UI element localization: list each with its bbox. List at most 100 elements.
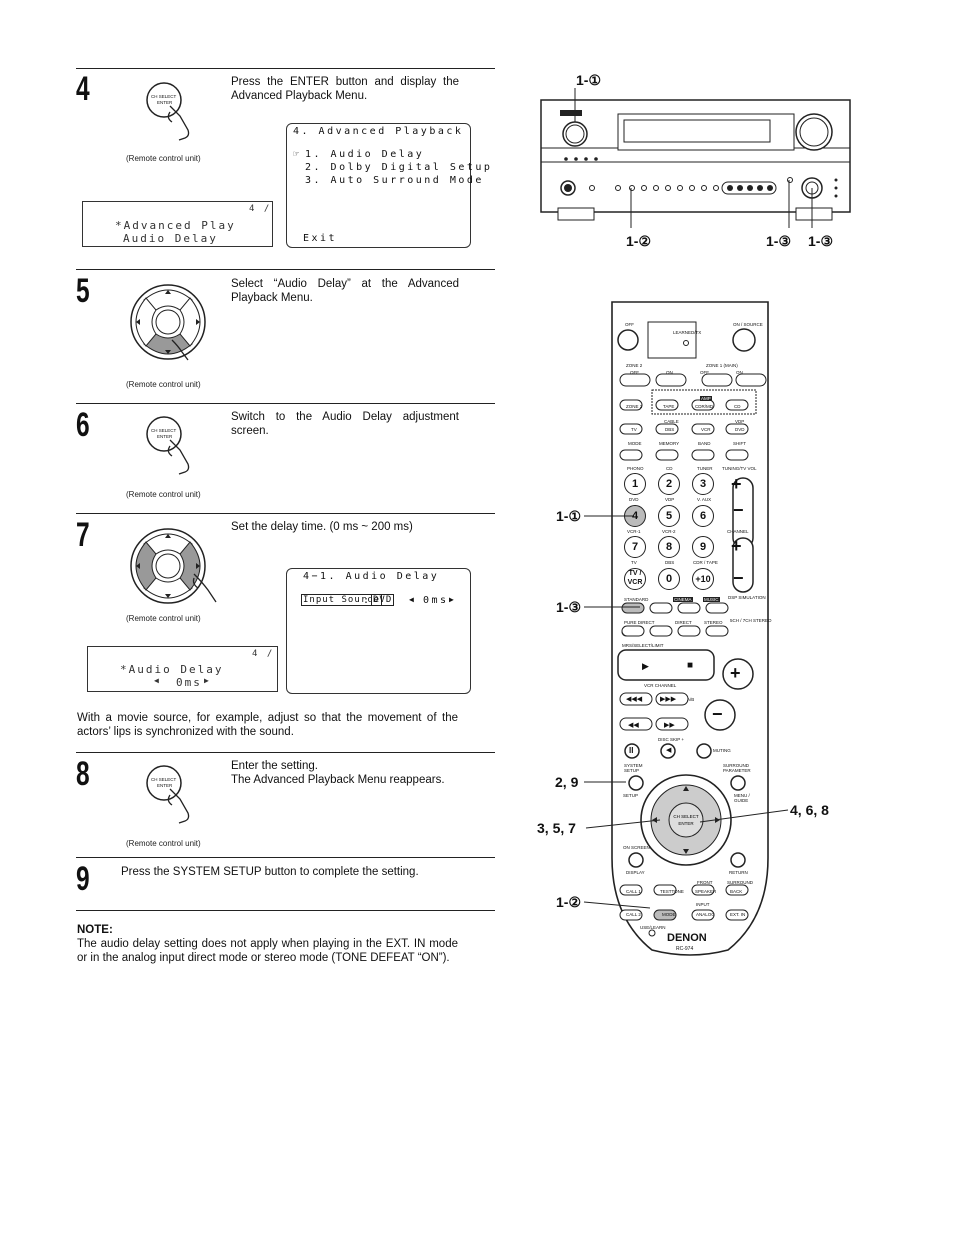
rewind-icon: ◀◀ [628,722,639,729]
remote-label: LEARNED/TX [673,330,702,335]
remote-label: DVD [735,427,745,432]
caption: (Remote control unit) [126,154,201,163]
step-number: 8 [76,755,90,793]
skip-forward-icon: ▶▶▶ [660,696,677,703]
remote-label: VCR-2 [662,529,676,534]
button-label: ENTER [157,434,173,439]
caption: (Remote control unit) [126,614,201,623]
remote-label: SETUP [623,793,639,798]
number-key[interactable]: 9 [692,536,714,558]
step-text: Set the delay time. (0 ms ~ 200 ms) [231,521,413,533]
remote-label: DVD [629,497,639,502]
remote-label: STANDARD [624,597,649,602]
front-display: 4 / *Advanced Play Audio Delay [82,201,273,247]
remote-label: VCR [701,427,711,432]
remote-label: OFF [625,322,634,327]
remote-label: CHANNEL [727,529,749,534]
remote-label: MEMORY [659,441,680,446]
remote-label: TV [631,427,637,432]
remote-label: SHIFT [733,441,746,446]
receiver-front-panel [540,88,851,228]
number-key[interactable]: 3 [692,473,714,495]
enter-button-hand-icon [146,416,190,475]
number-key[interactable]: 8 [658,536,680,558]
callout-label: 4, 6, 8 [790,802,829,818]
cursor-pad-down-icon [130,284,206,361]
remote-label: DBS [665,427,675,432]
divider [76,513,495,514]
number-key[interactable]: 6 [692,505,714,527]
remote-label: BAND [698,441,711,446]
step-text: Press the ENTER button and display the A… [231,76,459,102]
remote-label: SYSTEM SETUP [624,763,643,773]
left-arrow-icon: ◀ [409,595,417,604]
number-key[interactable]: 5 [658,505,680,527]
step-text: Press the SYSTEM SETUP button to complet… [121,866,419,878]
cursor-icon: ☞ [293,149,302,160]
minus-icon: − [712,704,723,724]
play-icon: ▶ [642,661,649,671]
step-text: The Advanced Playback Menu reappears. [231,774,445,786]
plus-icon: + [731,536,742,556]
remote-label: USE/LEARN [640,925,666,930]
step-number: 5 [76,272,90,310]
remote-label: V. AUX [697,497,712,502]
remote-label: ON / SOURCE [733,322,763,327]
number-key[interactable]: 1 [624,473,646,495]
divider [76,403,495,404]
callout-label: 1-③ [556,599,581,615]
remote-label: TAPE [663,404,675,409]
step-text: Switch to the Audio Delay adjustment scr… [231,411,459,437]
remote-label: DBS [665,560,675,565]
stop-icon: ■ [687,660,694,671]
callout-label: 2, 9 [555,774,579,790]
plus10-key[interactable]: +10 [692,568,714,590]
remote-label: SPEAKER [695,889,717,894]
button-label: CH SELECT [151,428,177,433]
remote-label: DISC SKIP + [658,737,685,742]
remote-label: DIRECT [675,620,692,625]
right-arrow-icon: ▶ [204,676,211,685]
minus-icon: − [733,500,744,520]
remote-label: CDR/MD [695,404,713,409]
callout-label: 1-① [576,72,601,88]
divider [76,910,495,911]
remote-label: INPUT [696,902,710,907]
number-key[interactable]: 0 [658,568,680,590]
svg-text:CH SELECT: CH SELECT [673,814,699,819]
remote-label: CINEMA [673,597,693,602]
remote-label: TUNING/TV VOL [722,466,757,471]
caption: (Remote control unit) [126,839,201,848]
caption: (Remote control unit) [126,380,201,389]
enter-button-hand-icon [146,765,190,824]
tv-vcr-key[interactable]: TV / VCR [624,568,646,590]
callout-label: 3, 5, 7 [537,820,576,836]
note-heading: NOTE: [77,924,113,936]
remote-label: 5CH / 7CH STEREO [730,618,772,623]
svg-text:ENTER: ENTER [678,821,694,826]
left-arrow-icon: ◀ [154,676,161,685]
right-arrow-icon: ▶ [449,595,457,604]
step-number: 9 [76,860,90,898]
remote-label: SURROUND [727,880,754,885]
remote-label: DSP SIMULATION [728,595,766,600]
remote-label: VDP [665,497,675,502]
step-text: Enter the setting. [231,760,318,772]
callout-label: 1-③ [808,233,833,249]
remote-control-body: CH SELECT ENTER [611,301,769,956]
callout-label: 1-① [556,508,581,524]
remote-label: DISPLAY [626,870,645,875]
step-text: Select “Audio Delay” at the Advanced Pla… [231,278,459,304]
remote-label: TESTTONE [660,889,684,894]
remote-label: SURROUND PARAMETER [723,763,751,773]
remote-label: BACK [730,889,743,894]
number-key[interactable]: 7 [624,536,646,558]
remote-label: A/B [687,697,695,702]
number-key[interactable]: 2 [658,473,680,495]
divider [76,752,495,753]
remote-label: VCR CHANNEL [644,683,677,688]
remote-label: ZONE 2 [626,363,643,368]
osd-advanced-playback-menu: 4. Advanced Playback ☞ 1. Audio Delay 2.… [286,123,490,248]
movie-note: With a movie source, for example, adjust… [77,712,458,738]
remote-label: PHONO [627,466,644,471]
